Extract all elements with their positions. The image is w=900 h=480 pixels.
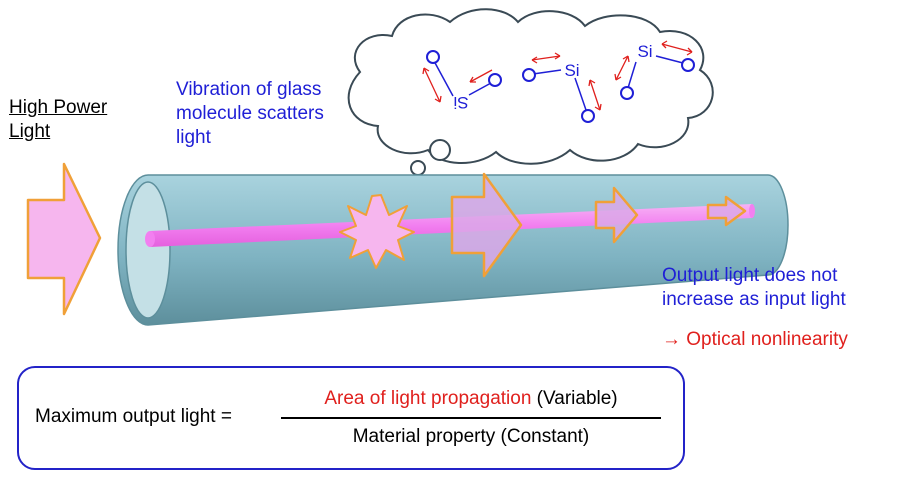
formula-lhs: Maximum output light = <box>35 406 232 427</box>
formula-box: Maximum output light = Area of light pro… <box>17 366 685 470</box>
input-light-arrow <box>26 162 102 316</box>
fiber-core-end <box>145 231 155 247</box>
optical-nonlinearity-label: → Optical nonlinearity <box>662 329 848 350</box>
thought-bubble-large <box>429 139 451 161</box>
formula-numerator-variable: (Variable) <box>531 388 618 409</box>
fiber-input-face <box>125 181 171 319</box>
si-atom-label: Si <box>564 61 579 80</box>
si-atom-label: Si <box>453 93 468 112</box>
formula-denominator: Material property (Constant) <box>352 426 590 447</box>
si-atom-label: Si <box>637 42 652 61</box>
scattering-burst <box>339 194 415 269</box>
formula-numerator: Area of light propagation (Variable) <box>281 388 661 410</box>
molecule-1: Si <box>422 50 502 112</box>
formula-fraction-bar <box>281 417 661 419</box>
thought-bubble-medium <box>410 160 426 176</box>
high-power-light-label: High Power Light <box>9 97 108 142</box>
thought-cloud <box>347 8 714 165</box>
molecule-2: Si <box>522 52 602 123</box>
molecule-3: Si <box>614 40 695 100</box>
propagation-arrow-medium <box>594 186 639 244</box>
formula-numerator-area: Area of light propagation <box>324 388 532 409</box>
fiber-core-tip <box>749 204 755 218</box>
propagation-arrow-small <box>706 195 747 227</box>
output-light-label: Output light does not increase as input … <box>662 265 846 310</box>
propagation-arrow-large <box>450 172 523 278</box>
vibration-label: Vibration of glass molecule scatters lig… <box>176 79 324 148</box>
